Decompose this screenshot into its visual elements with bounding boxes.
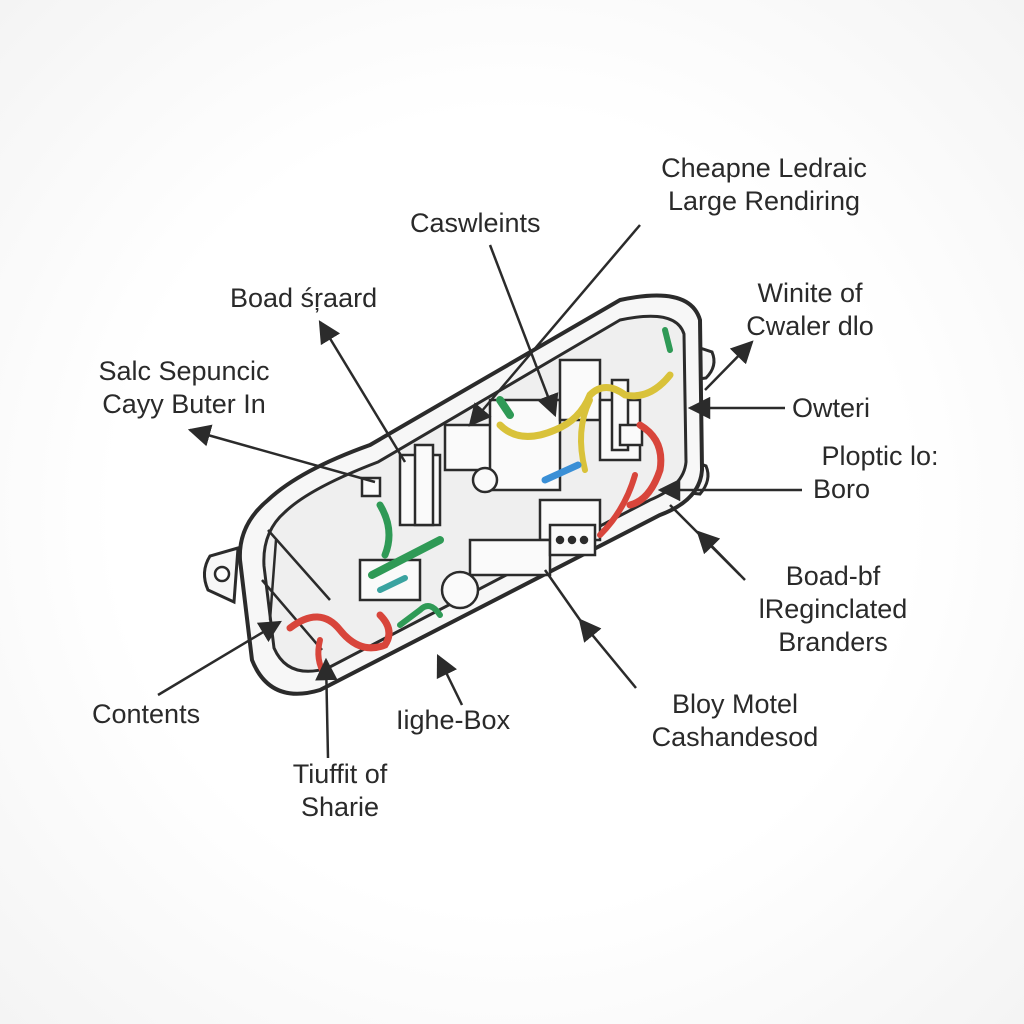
label-line: Owteri: [792, 393, 871, 423]
label-line: Boro: [813, 474, 871, 504]
label-iighe-box: Iighe-Box: [396, 704, 510, 737]
label-ploptic: Ploptic lo: Boro: [805, 440, 955, 506]
pillar-1: [413, 443, 435, 527]
left-mount-hole: [213, 565, 231, 583]
switch-block: [618, 423, 644, 447]
label-bloy-motel: Bloy Motel Cashandesod: [630, 688, 840, 754]
red-wire-3: [626, 421, 665, 509]
leader-caswleints: [488, 244, 559, 418]
fuse-ring: [440, 570, 480, 610]
leader-bloy: [578, 618, 637, 689]
green-wire-1: [376, 501, 393, 559]
label-boad-board: Boad śŗaard: [230, 282, 377, 315]
teal-wire: [377, 575, 408, 593]
label-contents: Contents: [92, 698, 200, 731]
leader-boad-board: [318, 320, 407, 463]
label-tuffit-of-sharie: Tiuffit of Sharie: [270, 758, 410, 824]
label-winite-of: Winite of Cwaler dlo: [730, 277, 890, 343]
left-end-bevel: [261, 529, 331, 651]
connector-pin-2: [567, 535, 577, 545]
label-line: Winite of: [757, 278, 863, 308]
label-line: Cwaler dlo: [746, 311, 874, 341]
green-wire-5: [397, 603, 443, 628]
blue-wire: [541, 461, 582, 484]
label-line: Boad-bf: [785, 561, 881, 591]
label-line: Cashandesod: [651, 722, 819, 752]
red-wire-1: [286, 611, 393, 652]
leader-tuffit: [315, 657, 338, 759]
label-line: Boad śŗaard: [230, 283, 378, 313]
label-caswleints: Caswleints: [410, 207, 541, 240]
leader-salc: [187, 424, 376, 484]
yellow-wire-2: [578, 397, 593, 473]
label-board-bf: Boad-bf lReginclated Branders: [738, 560, 928, 659]
leader-winite: [704, 340, 754, 391]
label-line: Large Rendiring: [667, 186, 861, 216]
label-line: Caswleints: [410, 208, 541, 238]
label-line: Cheapne Ledraic: [661, 153, 867, 183]
connector-pin-1: [555, 535, 565, 545]
yellow-wire: [496, 371, 674, 440]
wiring: [286, 327, 674, 678]
label-line: Cayy Buter In: [102, 389, 266, 419]
leader-bloy-2: [543, 569, 582, 621]
label-line: Ploptic lo:: [821, 441, 939, 471]
label-salc-sepuncic: Salc Sepuncic Cayy Buter In: [78, 355, 290, 421]
leader-contents: [157, 620, 282, 697]
green-wire-2: [368, 536, 444, 579]
leader-cheapne: [468, 224, 641, 427]
leader-iighe: [436, 653, 464, 706]
connector-pin-3: [579, 535, 589, 545]
leader-board-bf-2: [669, 504, 741, 576]
green-wire-4: [662, 327, 673, 353]
leader-lines: [157, 224, 802, 759]
label-line: Contents: [92, 699, 201, 729]
label-line: Bloy Motel: [671, 689, 799, 719]
label-line: Tiuffit of: [292, 759, 388, 789]
label-line: Sharie: [300, 792, 380, 822]
terminal-ring: [471, 466, 499, 494]
label-line: Branders: [778, 627, 888, 657]
green-wire-3: [496, 396, 514, 419]
label-line: lReginclated: [758, 594, 908, 624]
component-block-7: [468, 538, 552, 577]
terminal-post: [360, 476, 382, 498]
red-wire-4: [597, 472, 638, 538]
label-cheapne-ledraic: Cheapne Ledraic Large Rendiring: [640, 152, 888, 218]
label-owteri: Owteri: [792, 392, 870, 425]
label-line: Salc Sepuncic: [98, 356, 270, 386]
label-line: Iighe-Box: [396, 705, 511, 735]
